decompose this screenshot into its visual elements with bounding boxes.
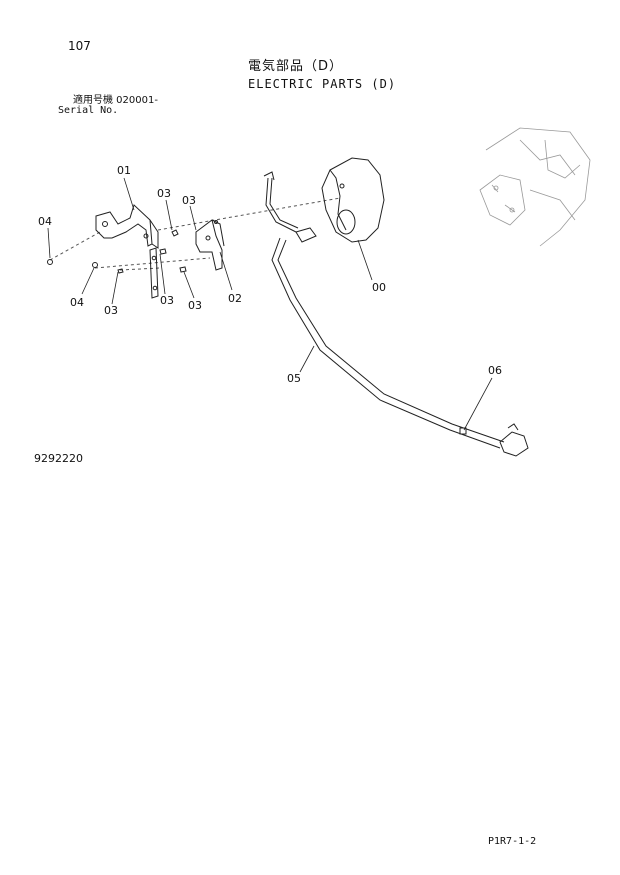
alignment-lines — [49, 197, 341, 271]
title-english: ELECTRIC PARTS (D) — [248, 77, 397, 91]
callout-03: 03 — [157, 187, 171, 200]
callout-02: 02 — [228, 292, 242, 305]
callout-06: 06 — [488, 364, 502, 377]
part-03-plate — [149, 247, 159, 299]
callout-03: 03 — [188, 299, 202, 312]
title-japanese: 電気部品（D） — [248, 59, 344, 74]
callout-04: 04 — [38, 215, 52, 228]
callout-01: 01 — [117, 164, 131, 177]
figure-number: 9292220 — [34, 452, 83, 465]
serial-label-english: Serial No. — [58, 105, 119, 116]
page-reference: P1R7-1-2 — [488, 836, 537, 847]
callout-03: 03 — [160, 294, 174, 307]
callout-03: 03 — [182, 194, 196, 207]
callout-00: 00 — [372, 281, 386, 294]
fasteners — [47, 229, 187, 274]
part-05-harness — [263, 171, 505, 449]
machine-context-sketch — [479, 127, 591, 247]
part-01-bracket — [95, 204, 159, 249]
part-02-bracket — [195, 219, 225, 271]
part-06-connector — [459, 423, 529, 457]
part-00-lamp — [321, 157, 385, 243]
callout-04: 04 — [70, 296, 84, 309]
serial-label-japanese: 適用号機 020001- — [73, 95, 158, 106]
leader-lines — [47, 177, 493, 431]
page-number: 107 — [68, 39, 91, 53]
callout-05: 05 — [287, 372, 301, 385]
callout-03: 03 — [104, 304, 118, 317]
